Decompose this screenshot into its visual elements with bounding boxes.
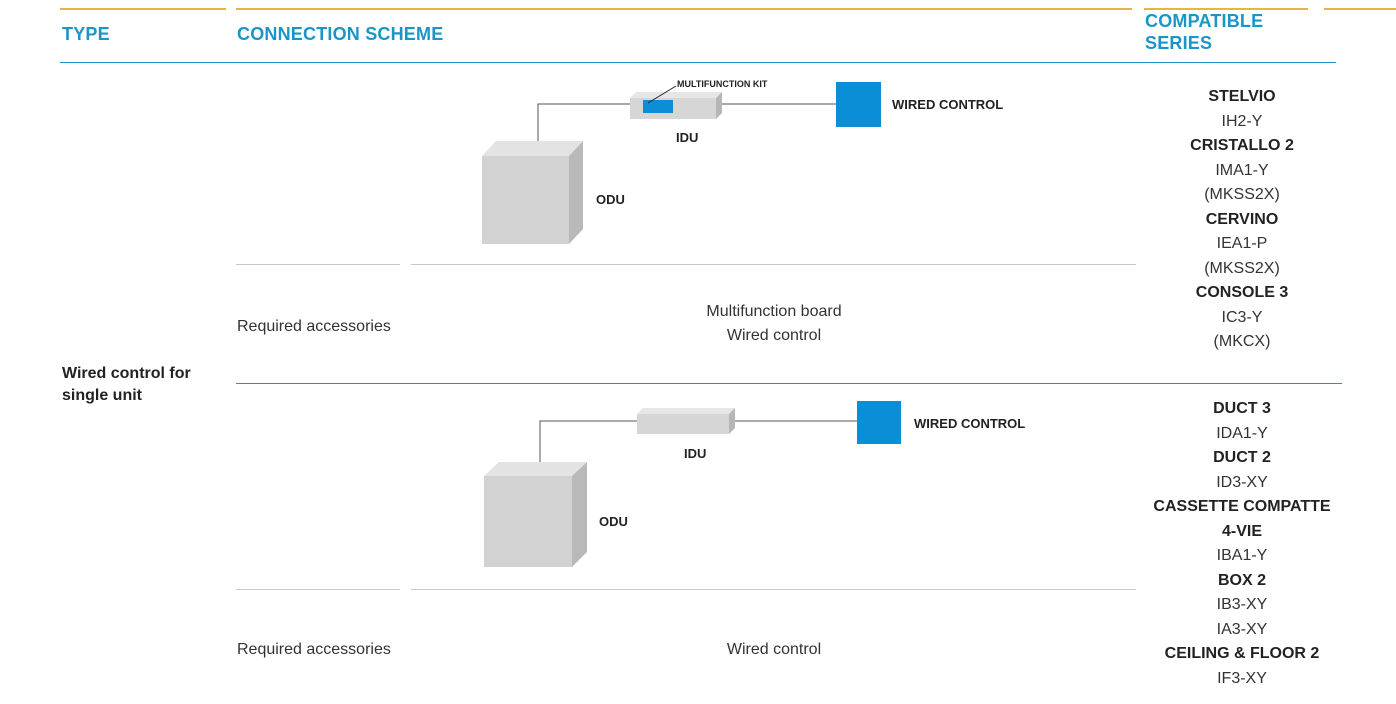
scheme1-odu-label: ODU (596, 192, 625, 207)
series-model: IC3-Y (1221, 308, 1263, 326)
column-header-compatible-line-1: COMPATIBLE (1145, 11, 1264, 31)
series-group-1: STELVIO IH2-Y CRISTALLO 2 IMA1-Y (MKSS2X… (1146, 85, 1338, 355)
header-accent-bar-4 (1324, 8, 1396, 10)
series-model: IB3-XY (1216, 596, 1268, 613)
column-header-connection-scheme: CONNECTION SCHEME (237, 24, 444, 44)
scheme2-separator-main (411, 589, 1136, 590)
series-model: (MKCX) (1213, 333, 1271, 350)
series-model: ID3-XY (1216, 473, 1268, 491)
column-header-type: TYPE (62, 24, 110, 44)
scheme2-accessories-list: Wired control (674, 638, 874, 662)
header-accent-bar-2 (236, 8, 1132, 10)
series-name: CONSOLE 3 (1195, 284, 1289, 301)
scheme1-accessories-list: Multifunction board Wired control (674, 300, 874, 348)
scheme2-separator-left (236, 589, 400, 590)
row-divider (236, 383, 1342, 384)
scheme2-required-accessories-label: Required accessories (237, 641, 391, 658)
series-group-2: DUCT 3 IDA1-Y DUCT 2 ID3-XY CASSETTE COM… (1146, 397, 1338, 691)
type-label-line-2: single unit (62, 387, 142, 404)
scheme1-idu-label: IDU (676, 130, 699, 145)
series-name: CERVINO (1205, 210, 1279, 228)
column-header-compatible-line-2: SERIES (1145, 33, 1213, 53)
scheme1-separator-main (411, 264, 1136, 265)
scheme1-wired-control-label: WIRED CONTROL (892, 97, 1004, 112)
series-model: IF3-XY (1217, 669, 1267, 687)
series-name: DUCT 3 (1213, 400, 1271, 417)
scheme2-odu-label: ODU (599, 514, 628, 529)
scheme2-wired-control-box (857, 401, 901, 444)
scheme1-kit-label: MULTIFUNCTION KIT (677, 79, 768, 89)
scheme2-idu-unit (637, 408, 735, 434)
scheme2-idu-label: IDU (684, 446, 707, 461)
scheme2-diagram (484, 401, 901, 567)
scheme2-odu-idu-cable (539, 420, 637, 474)
scheme1-multifunction-kit-module (643, 100, 673, 113)
scheme1-odu-idu-cable (537, 103, 630, 156)
scheme2-wired-control-label: WIRED CONTROL (914, 416, 1026, 431)
scheme1-accessory-1: Multifunction board (706, 303, 842, 320)
header-accent-bar-1 (60, 8, 226, 10)
series-name: CEILING & FLOOR 2 (1164, 645, 1320, 662)
series-name: BOX 2 (1217, 571, 1266, 589)
scheme1-wired-control-box (836, 82, 881, 127)
scheme1-kit-pointer (647, 85, 677, 104)
scheme1-idu-unit (630, 92, 722, 119)
type-label: Wired control for single unit (62, 363, 191, 407)
series-model: IEA1-P (1216, 235, 1268, 252)
type-label-line-1: Wired control for (62, 365, 191, 382)
series-model: IH2-Y (1221, 112, 1263, 130)
series-model: IBA1-Y (1216, 547, 1268, 564)
header-accent-bar-3 (1144, 8, 1308, 10)
scheme1-separator-left (236, 264, 400, 265)
scheme1-odu-box (482, 141, 583, 244)
series-model: IDA1-Y (1216, 424, 1268, 442)
series-name: CRISTALLO 2 (1190, 137, 1294, 154)
scheme1-required-accessories-label: Required accessories (237, 318, 391, 335)
series-model: (MKSS2X) (1204, 186, 1280, 203)
series-model: IA3-XY (1216, 620, 1268, 638)
scheme1-diagram (482, 82, 881, 244)
series-name: DUCT 2 (1213, 449, 1271, 466)
series-model: (MKSS2X) (1204, 259, 1280, 277)
scheme2-accessory-1: Wired control (726, 641, 822, 658)
column-header-compatible-series: COMPATIBLE SERIES (1145, 10, 1263, 54)
header-divider (60, 62, 1336, 63)
scheme2-odu-box (484, 462, 587, 567)
series-model: IMA1-Y (1215, 161, 1269, 179)
scheme1-accessory-2: Wired control (726, 327, 822, 344)
series-name: CASSETTE COMPATTE 4-VIE (1153, 498, 1331, 540)
series-name: STELVIO (1208, 88, 1276, 105)
